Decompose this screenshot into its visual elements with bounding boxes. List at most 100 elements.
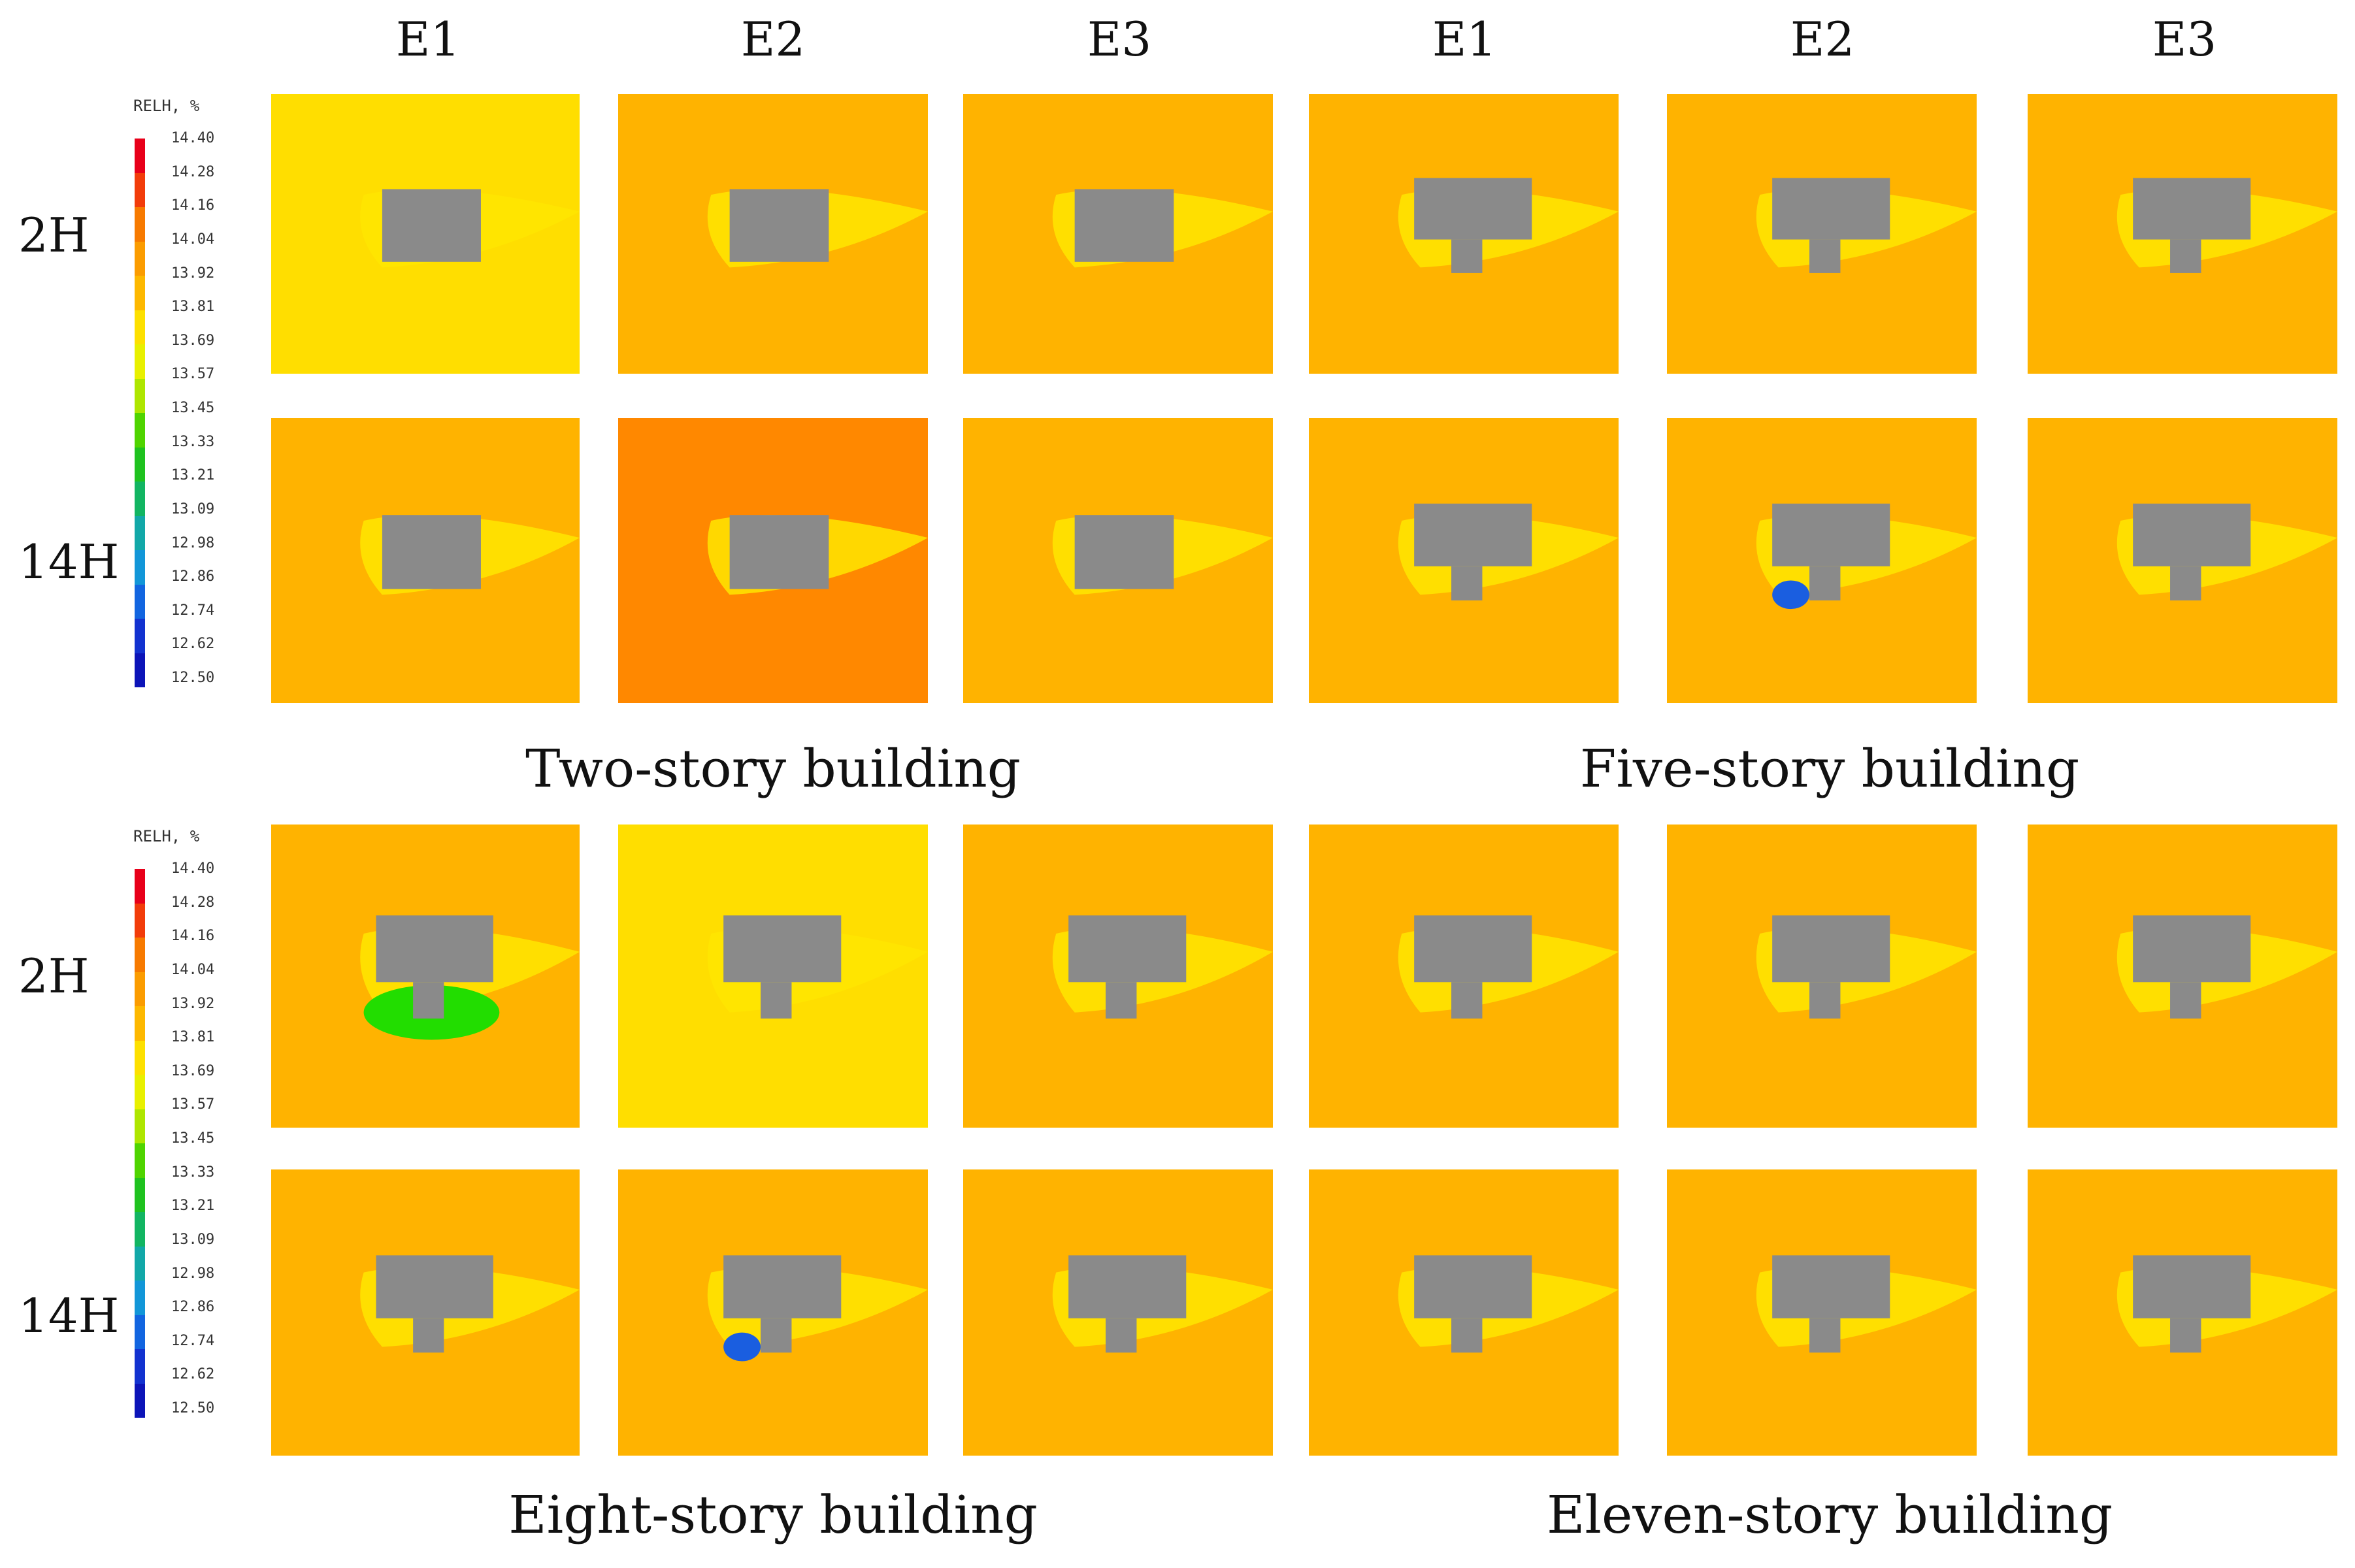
legend-swatch (135, 584, 145, 619)
contour-panel-lower-14h-e3 (963, 1169, 1273, 1456)
building-footprint (1414, 1255, 1532, 1318)
legend-swatch (135, 241, 145, 276)
legend-swatch (135, 1212, 145, 1247)
contour-panel-lower-14h-e1 (271, 1169, 580, 1456)
contour-panel-lower-14h-e2 (618, 1169, 928, 1456)
legend-swatch (135, 1349, 145, 1384)
contour-panel-two-story-2h-e2-right (1667, 94, 1977, 374)
building-footprint (1068, 1255, 1187, 1318)
legend-values: 14.40 14.28 14.16 14.04 13.92 13.81 13.69 13.57… (171, 131, 214, 686)
contour-panel-two-story-14h-e3 (963, 418, 1273, 703)
legend-value-label: 13.21 (171, 1198, 215, 1215)
building-footprint (1772, 178, 1890, 240)
building-footprint (2133, 503, 2251, 566)
legend-swatch (135, 903, 145, 938)
contour-panel-two-story-2h-e3-right (2028, 94, 2337, 374)
building-footprint-wing (2170, 239, 2201, 273)
legend-swatch (135, 482, 145, 516)
legend-value-label: 12.74 (171, 1332, 215, 1349)
legend-swatch (135, 1109, 145, 1143)
row-label-2h-bottom: 2H (18, 949, 90, 1004)
legend-value-label: 12.74 (171, 602, 215, 619)
legend-value-label: 13.69 (171, 332, 215, 349)
column-header-e3-two-story: E3 (1087, 12, 1152, 67)
legend-value-label: 14.04 (171, 231, 215, 248)
legend-value-label: 12.98 (171, 1265, 215, 1282)
legend-value-label: 14.16 (171, 928, 215, 945)
legend-value-label: 13.57 (171, 366, 215, 383)
legend-value-label: 14.04 (171, 961, 215, 978)
legend-swatch (135, 1075, 145, 1109)
legend-swatch (135, 869, 145, 904)
legend-swatch (135, 515, 145, 550)
legend-swatch (135, 172, 145, 207)
legend-swatch (135, 413, 145, 448)
legend-swatch (135, 1040, 145, 1075)
legend-value-label: 12.86 (171, 1299, 215, 1316)
wake-region-low (723, 1332, 761, 1362)
legend-value-label: 13.21 (171, 467, 215, 484)
legend-value-label: 13.69 (171, 1062, 215, 1079)
legend-swatch (135, 378, 145, 413)
contour-panel-lower-14h-e1-right (1309, 1169, 1619, 1456)
building-footprint (1074, 515, 1174, 589)
contour-panel-lower-2h-e2 (618, 825, 928, 1128)
row-label-2h-top: 2H (18, 208, 90, 263)
contour-panel-two-story-14h-e1 (271, 418, 580, 703)
column-header-e1-two-story: E1 (395, 12, 461, 67)
legend-value-label: 12.62 (171, 636, 215, 653)
contour-panel-two-story-14h-e2-right (1667, 418, 1977, 703)
building-footprint-wing (2170, 1318, 2201, 1353)
legend-swatch (135, 1315, 145, 1349)
contour-panel-lower-14h-e3-right (2028, 1169, 2337, 1456)
building-footprint (723, 915, 842, 983)
legend-value-label: 12.50 (171, 670, 215, 686)
building-footprint-wing (1106, 982, 1137, 1019)
building-footprint (376, 915, 493, 983)
legend-swatch (135, 139, 145, 173)
contour-panel-lower-2h-e2-right (1667, 825, 1977, 1128)
building-footprint (376, 1255, 493, 1318)
wake-region-low (1772, 580, 1810, 610)
building-footprint (1414, 503, 1532, 566)
legend-value-label: 12.50 (171, 1400, 215, 1416)
building-footprint (2133, 915, 2251, 983)
building-footprint-wing (761, 982, 792, 1019)
building-footprint-wing (2170, 982, 2201, 1019)
legend-swatch (135, 1177, 145, 1212)
legend-value-label: 13.33 (171, 433, 215, 450)
contour-panel-two-story-14h-e2 (618, 418, 928, 703)
building-footprint (382, 515, 481, 589)
legend-swatch (135, 653, 145, 687)
legend-value-label: 13.57 (171, 1096, 215, 1113)
contour-panel-two-story-2h-e3 (963, 94, 1273, 374)
legend-swatch (135, 1246, 145, 1281)
building-footprint-wing (1451, 566, 1483, 601)
building-footprint (1074, 189, 1174, 262)
legend-value-label: 13.92 (171, 265, 215, 282)
legend-value-label: 12.86 (171, 568, 215, 585)
legend-value-label: 14.28 (171, 163, 215, 180)
legend-value-label: 13.33 (171, 1164, 215, 1181)
building-footprint-wing (1809, 982, 1841, 1019)
building-footprint (1414, 178, 1532, 240)
column-header-e2-five-story: E2 (1790, 12, 1855, 67)
building-footprint-wing (1451, 239, 1483, 273)
contour-panel-two-story-14h-e3-right (2028, 418, 2337, 703)
building-footprint-wing (1809, 239, 1841, 273)
contour-panel-lower-2h-e3 (963, 825, 1273, 1128)
legend-value-label: 14.40 (171, 130, 215, 146)
legend-color-bar (135, 869, 145, 1418)
legend-value-label: 13.45 (171, 400, 215, 416)
contour-panel-lower-2h-e3-right (2028, 825, 2337, 1128)
building-footprint-wing (1451, 982, 1483, 1019)
legend-swatch (135, 972, 145, 1006)
legend-value-label: 14.16 (171, 197, 215, 214)
legend-swatch (135, 447, 145, 482)
legend-swatch (135, 1143, 145, 1178)
legend-value-label: 13.81 (171, 299, 215, 316)
legend-title: RELH, % (133, 827, 200, 845)
building-footprint-wing (2170, 566, 2201, 601)
